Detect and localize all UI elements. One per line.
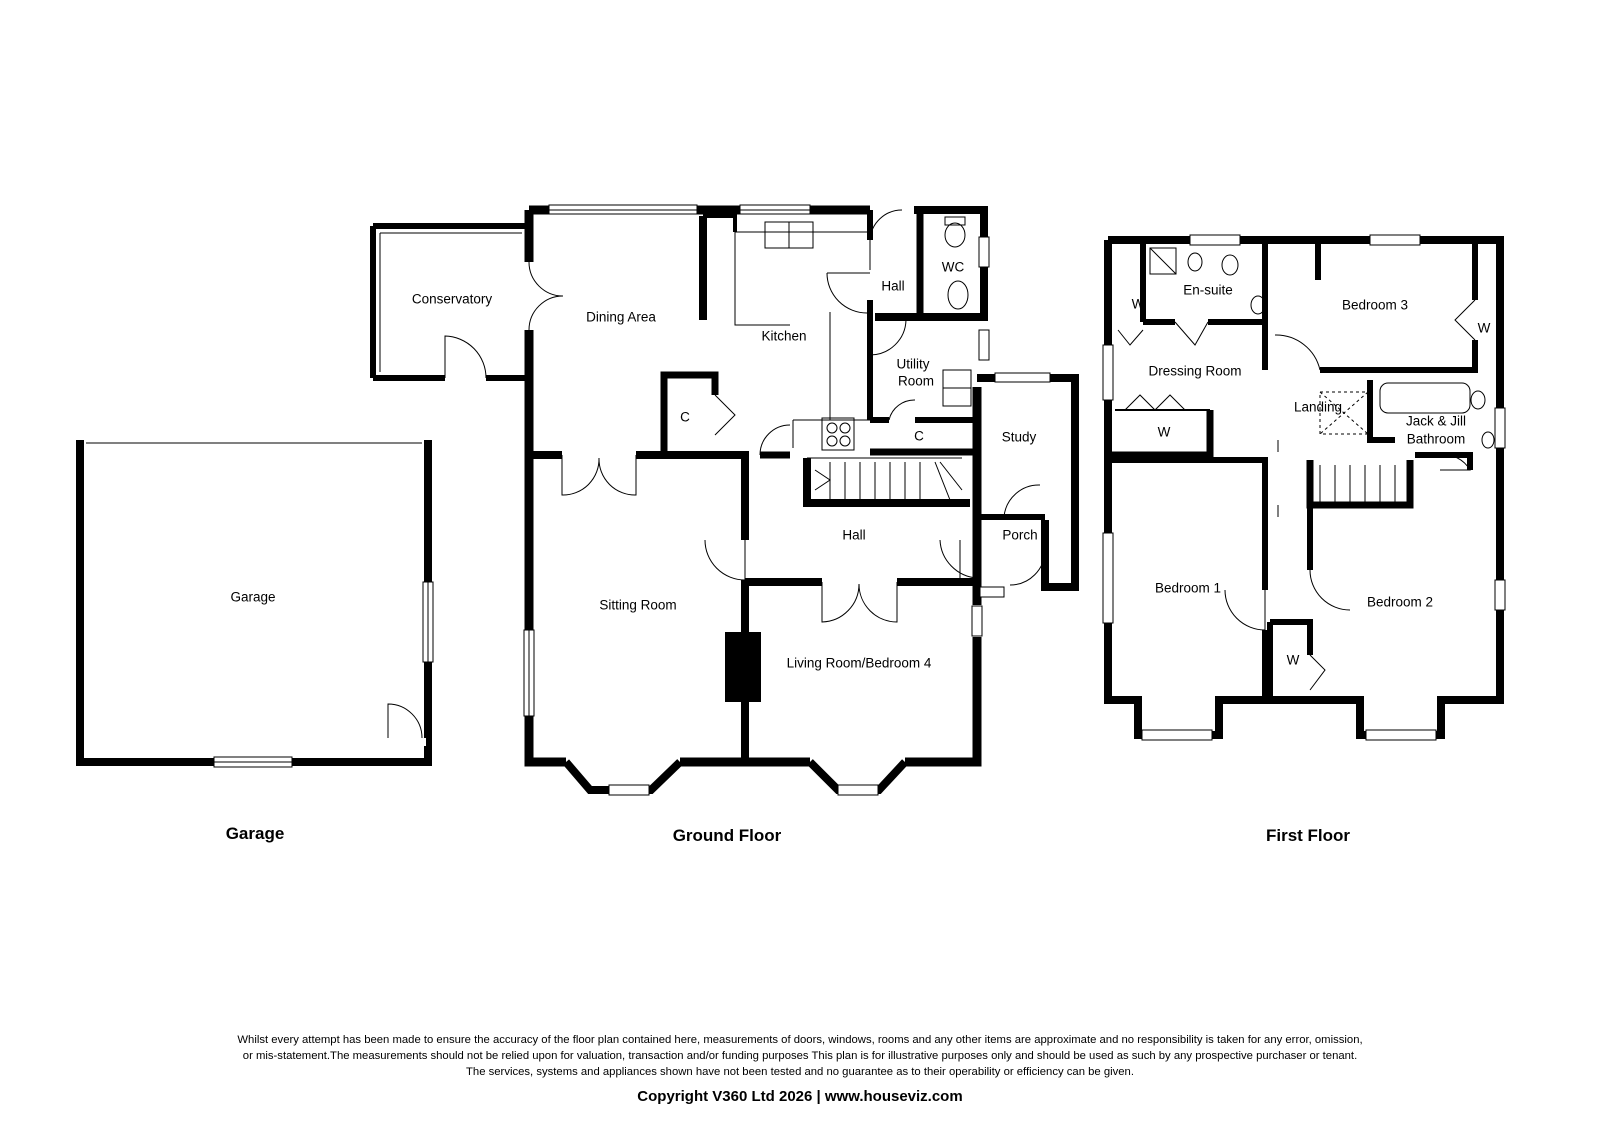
label-bedroom-2: Bedroom 2 (1367, 595, 1433, 610)
label-garage: Garage (230, 590, 275, 605)
floor-title-first: First Floor (1265, 826, 1351, 845)
label-sitting-room: Sitting Room (599, 598, 676, 613)
disclaimer-line-1: Whilst every attempt has been made to en… (237, 1034, 1363, 1046)
label-hall-rear: Hall (881, 279, 904, 294)
disclaimer-line-2: or mis-statement.The measurements should… (242, 1050, 1358, 1062)
label-bathroom-line1: Jack & Jill (1406, 414, 1466, 429)
ground-floor-plan (370, 204, 1079, 796)
disclaimer: Whilst every attempt has been made to en… (100, 1032, 1500, 1080)
label-wardrobe-bedroom-2: W (1287, 653, 1300, 668)
label-conservatory: Conservatory (412, 292, 493, 307)
label-wardrobe-dressing-top: W (1132, 297, 1145, 312)
label-dressing-room: Dressing Room (1148, 364, 1241, 379)
label-utility-line1: Utility (897, 357, 930, 372)
copyright: Copyright V360 Ltd 2026 | www.houseviz.c… (637, 1088, 963, 1105)
label-bedroom-3: Bedroom 3 (1342, 298, 1408, 313)
label-wardrobe-dressing-bottom: W (1158, 425, 1171, 440)
label-study: Study (1002, 430, 1037, 445)
label-living-room: Living Room/Bedroom 4 (787, 656, 932, 671)
label-utility-line2: Room (898, 374, 934, 389)
disclaimer-line-3: The services, systems and appliances sho… (466, 1066, 1134, 1078)
floor-title-ground: Ground Floor (672, 826, 782, 845)
label-kitchen: Kitchen (761, 329, 806, 344)
room-labels: Garage Conservatory Dining Area Kitchen … (230, 260, 1490, 671)
label-dining-area: Dining Area (586, 310, 656, 325)
garage-plan (76, 440, 434, 768)
label-wc: WC (942, 260, 965, 275)
first-floor-plan (1102, 234, 1506, 741)
label-cupboard-utility: C (914, 429, 924, 444)
label-cupboard-kitchen: C (680, 410, 690, 425)
label-bathroom-line2: Bathroom (1407, 432, 1466, 447)
label-porch: Porch (1002, 528, 1037, 543)
label-hall-main: Hall (842, 528, 865, 543)
label-landing: Landing (1294, 400, 1342, 415)
label-wardrobe-bedroom-3: W (1478, 321, 1491, 336)
label-bedroom-1: Bedroom 1 (1155, 581, 1221, 596)
floor-title-garage: Garage (225, 824, 285, 843)
label-en-suite: En-suite (1183, 283, 1233, 298)
